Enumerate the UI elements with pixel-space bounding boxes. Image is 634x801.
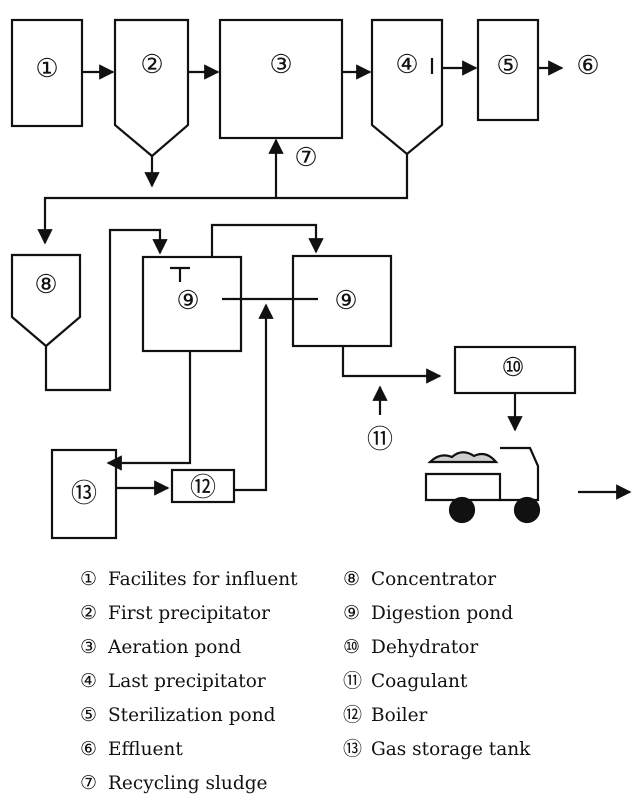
digestion-pond-a-box: [141, 255, 243, 353]
node-label-9b: ⑨: [334, 286, 357, 316]
node-label-9a: ⑨: [176, 286, 199, 316]
node-label-7: ⑦: [294, 143, 317, 173]
legend-label: Concentrator: [371, 569, 497, 590]
legend-label: Recycling sludge: [108, 773, 268, 794]
node-label-6: ⑥: [576, 51, 599, 81]
node-label-4: ④: [395, 50, 418, 80]
line-9b-to-10: [341, 346, 442, 384]
legend-label: Facilites for influent: [108, 569, 298, 590]
node-label-1: ①: [35, 54, 58, 84]
line-9a-to-13: [106, 351, 192, 471]
sludge-line-4-to-8: [37, 154, 409, 245]
node-label-2: ②: [140, 50, 163, 80]
legend-label: Last precipitator: [108, 671, 266, 692]
last-precipitator-shape: [370, 18, 444, 156]
legend-label: Gas storage tank: [371, 739, 531, 760]
legend-label: Sterilization pond: [108, 705, 276, 726]
line-12-to-9a: [234, 303, 274, 492]
node-label-5: ⑤: [496, 51, 519, 81]
sterilization-pond-box: [476, 18, 540, 122]
legend-label: First precipitator: [108, 603, 270, 624]
truck-icon: [424, 446, 541, 524]
legend-label: Aeration pond: [108, 637, 242, 658]
legend-label: Coagulant: [371, 671, 468, 692]
first-precipitator-shape: [113, 18, 190, 158]
node-label-13: ⑬: [71, 479, 97, 509]
legend-label: Digestion pond: [371, 603, 514, 624]
node-label-10: ⑩: [501, 353, 524, 383]
node-label-3: ③: [269, 50, 292, 80]
line-9a-to-9b: [210, 223, 324, 257]
boiler-box: [170, 468, 236, 504]
concentrator-shape: [10, 253, 82, 348]
gas-storage-tank-box: [50, 448, 118, 540]
node-label-8: ⑧: [34, 270, 57, 300]
line-8-to-9a: [44, 228, 168, 392]
legend-label: Dehydrator: [371, 637, 479, 658]
node-label-11: ⑪: [367, 425, 393, 455]
node-label-12: ⑫: [190, 473, 216, 503]
legend-label: Effluent: [108, 739, 183, 760]
process-diagram: ① ② ③ ④ ⑤ ⑥ ⑦ ⑧ ⑨ ⑨ ⑩ ⑪ ⑫ ⑬: [10, 18, 632, 540]
legend-label: Boiler: [371, 705, 428, 726]
aeration-pond-box: [218, 18, 344, 140]
